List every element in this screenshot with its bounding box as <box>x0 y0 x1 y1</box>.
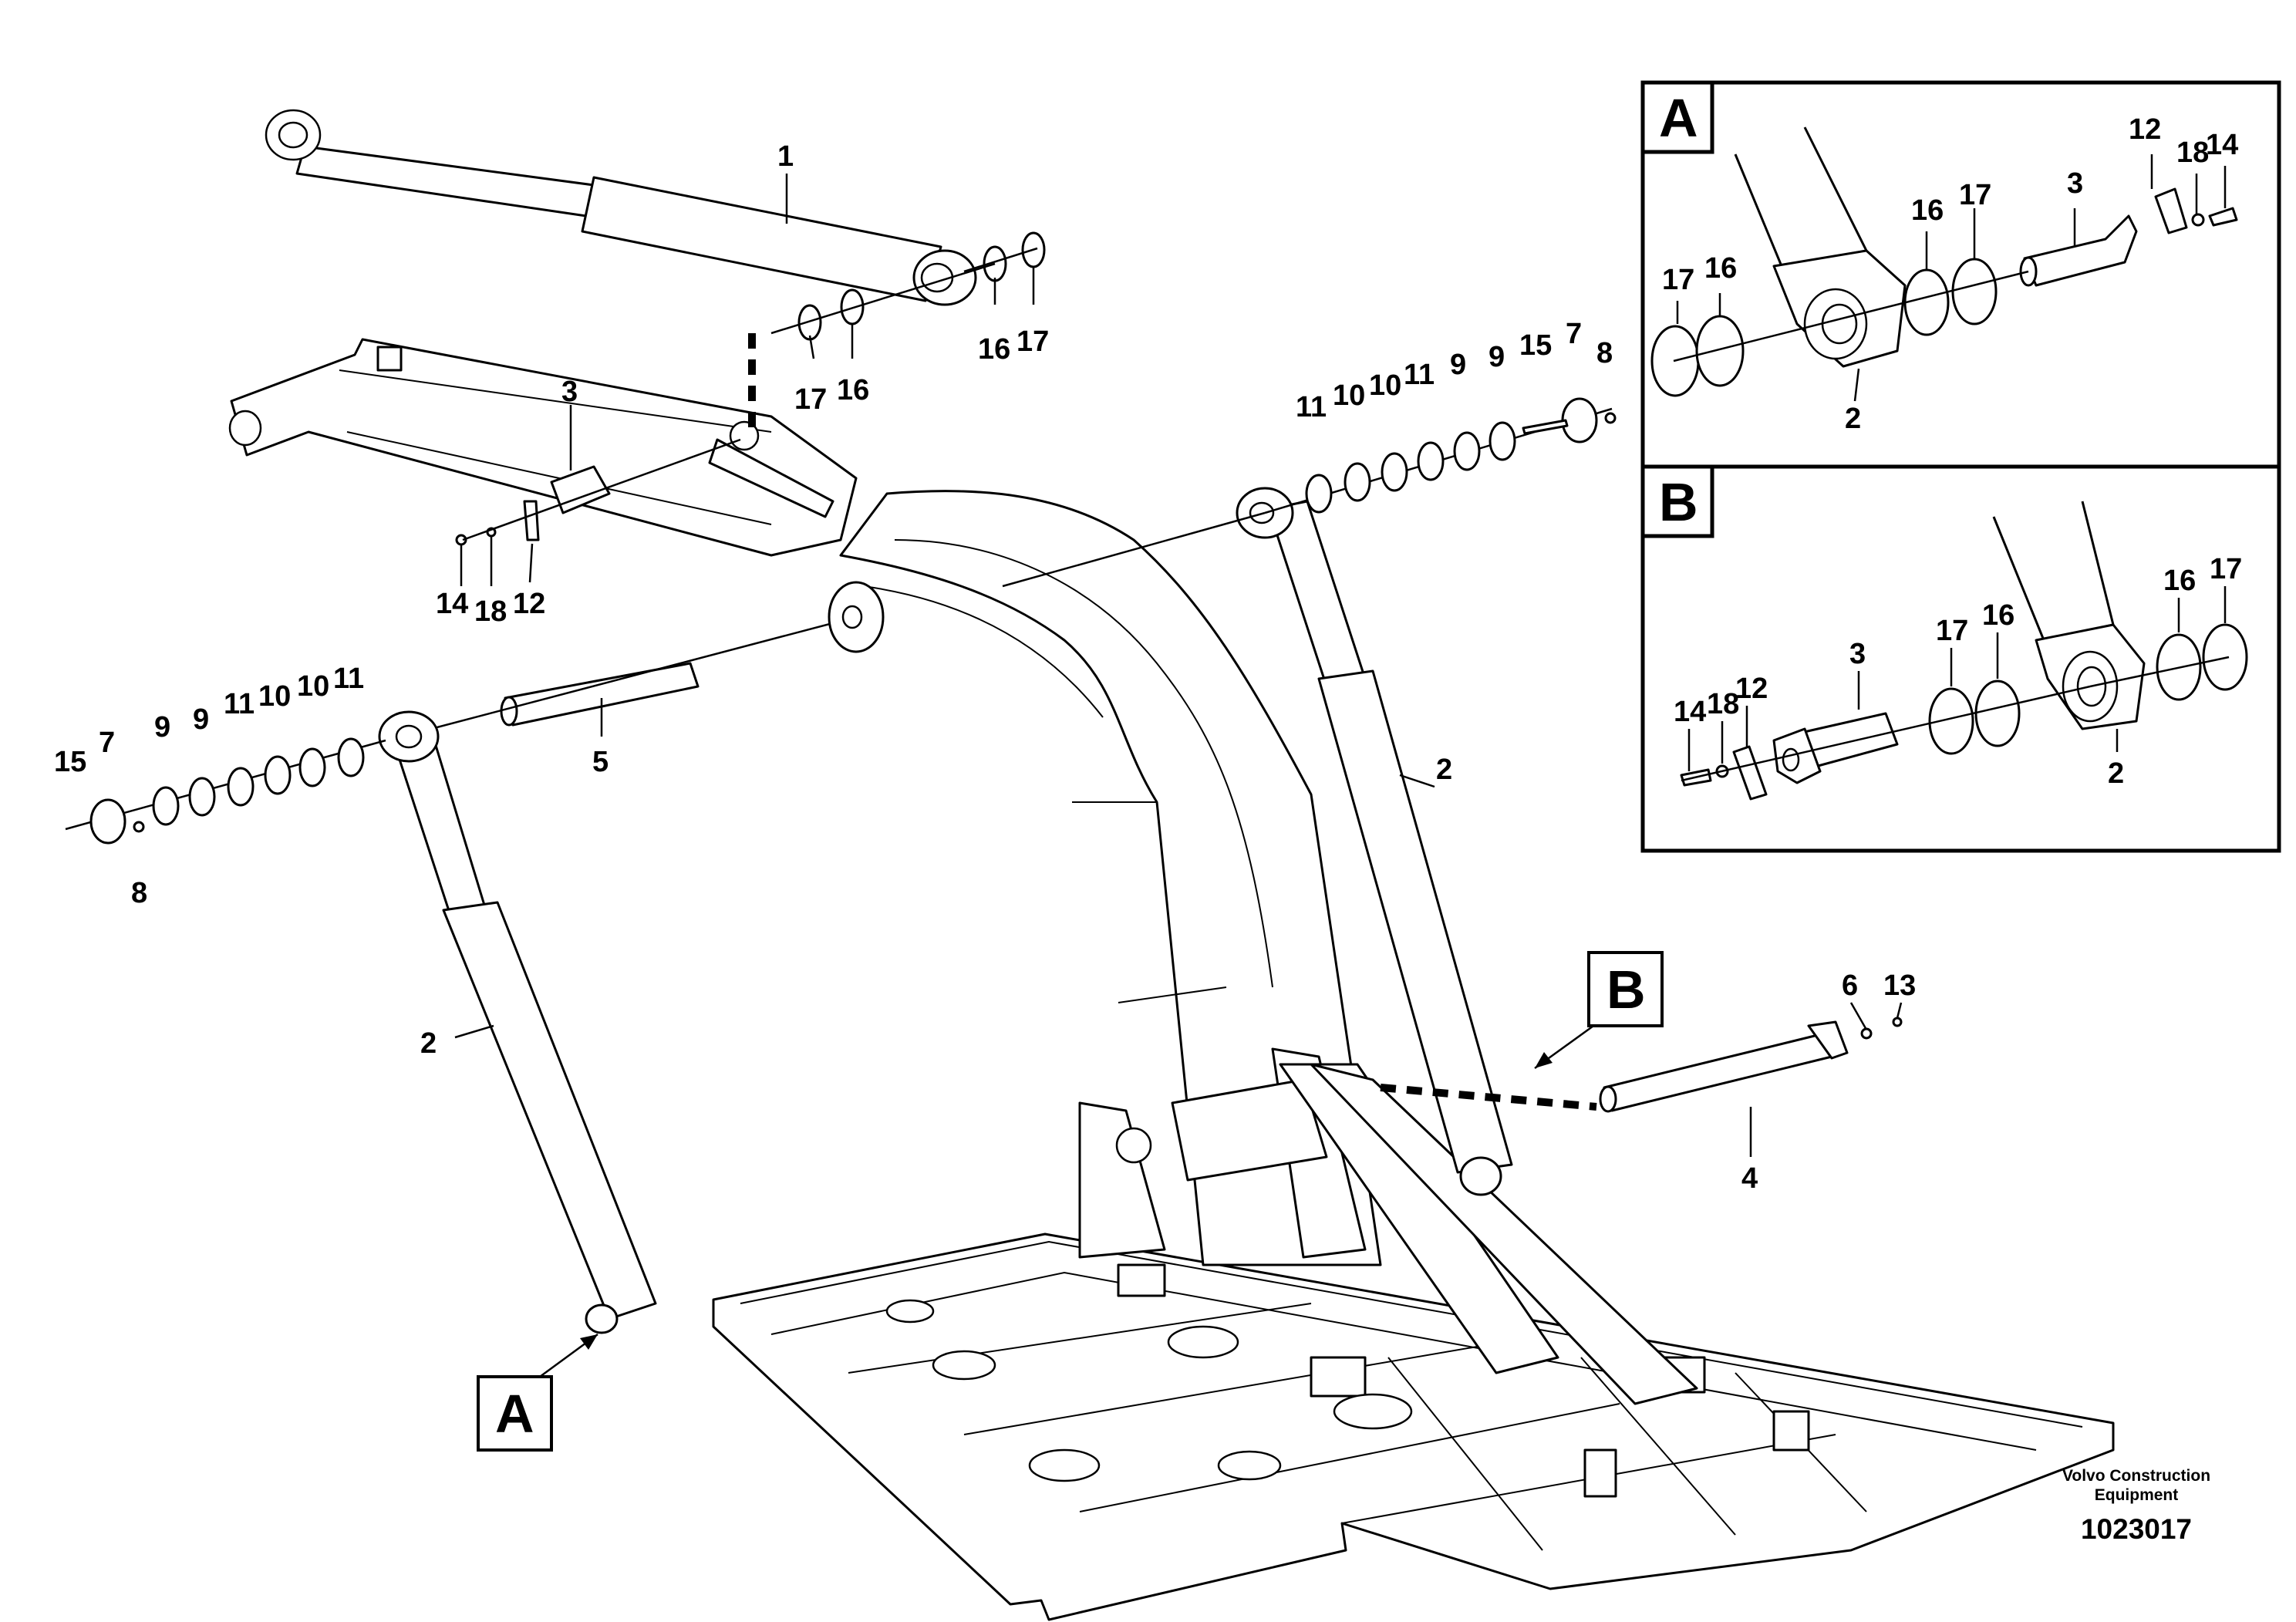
detail-b-label-17b: 17 <box>2210 553 2242 585</box>
detail-b-label-14: 14 <box>1674 696 1706 728</box>
detail-a-tag: A <box>1659 88 1698 148</box>
detail-a-label-12: 12 <box>2129 113 2161 146</box>
brand-line-2: Equipment <box>2095 1486 2179 1504</box>
callout-9-left-a: 9 <box>154 711 170 744</box>
cylinder-2-right <box>1236 487 1513 1196</box>
callout-6: 6 <box>1842 969 1858 1002</box>
detail-panel-a: A 17 16 16 17 3 12 18 14 2 <box>1640 80 2281 469</box>
callout-7-right: 7 <box>1566 318 1582 350</box>
callout-11-left-b: 11 <box>333 663 364 695</box>
upper-arm <box>228 338 858 557</box>
detail-a-label-16b: 16 <box>1911 194 1944 227</box>
detail-a-label-16a: 16 <box>1704 252 1737 285</box>
callout-11-right-b: 11 <box>1404 359 1435 391</box>
detail-b-label-18: 18 <box>1707 688 1739 720</box>
callout-10-left-b: 10 <box>297 670 329 703</box>
callout-5: 5 <box>592 746 609 778</box>
callout-15-left: 15 <box>54 746 86 778</box>
detail-panel-b: B 14 18 12 3 17 16 16 17 2 <box>1640 464 2281 853</box>
detail-b-tag: B <box>1659 472 1698 532</box>
washer-set-right <box>1002 397 1617 588</box>
washer-set-left <box>65 737 386 845</box>
callout-16-top-a: 16 <box>837 374 869 406</box>
callout-13: 13 <box>1883 969 1916 1002</box>
callout-8-left: 8 <box>131 877 147 909</box>
callout-7-left: 7 <box>99 727 115 759</box>
callout-2-left: 2 <box>420 1027 437 1060</box>
pin-3-upper <box>455 438 741 546</box>
callout-9-right-b: 9 <box>1489 341 1505 373</box>
callout-16-top-b: 16 <box>978 333 1010 366</box>
washer-set-top <box>748 231 1046 432</box>
cylinder-1 <box>265 109 977 306</box>
detail-a-label-17b: 17 <box>1959 179 1991 211</box>
callout-4: 4 <box>1741 1162 1758 1195</box>
detail-a-label-14: 14 <box>2206 129 2238 161</box>
detail-a-label-17a: 17 <box>1662 264 1694 296</box>
figure-number: 1023017 <box>2081 1513 2192 1545</box>
footer-credits: Volvo Construction Equipment 1023017 <box>2062 1467 2210 1545</box>
callout-10-right-a: 10 <box>1333 379 1365 412</box>
detail-b-label-2: 2 <box>2108 757 2124 790</box>
callout-12-mid: 12 <box>513 588 545 620</box>
detail-b-label-17a: 17 <box>1936 615 1968 647</box>
main-boom <box>839 490 1698 1405</box>
callout-10-right-b: 10 <box>1369 369 1401 402</box>
callout-9-left-b: 9 <box>193 703 209 736</box>
base-frame <box>712 1233 2115 1621</box>
leader-lines <box>454 174 1903 1157</box>
pin-5 <box>416 581 885 734</box>
callout-2-right: 2 <box>1436 754 1452 786</box>
callout-10-left-a: 10 <box>258 680 291 713</box>
detail-b-label-3: 3 <box>1849 638 1866 670</box>
callout-3: 3 <box>561 376 578 408</box>
view-tag-a-label: A <box>495 1384 534 1444</box>
callout-labels: 1 3 5 4 2 2 6 13 15 7 9 9 11 10 10 11 8 … <box>54 140 1916 1195</box>
callout-11-right-a: 11 <box>1296 391 1327 423</box>
callout-14-mid: 14 <box>436 588 468 620</box>
view-tag-b-label: B <box>1607 959 1646 1020</box>
callout-8-right: 8 <box>1596 337 1613 369</box>
callout-9-right-a: 9 <box>1450 349 1466 381</box>
detail-a-label-2: 2 <box>1845 403 1861 435</box>
callout-11-left-a: 11 <box>224 688 255 720</box>
detail-a-label-18: 18 <box>2176 137 2209 169</box>
view-tag-b-main: B <box>1534 951 1664 1070</box>
view-tag-a-main: A <box>477 1333 598 1452</box>
detail-a-label-3: 3 <box>2067 167 2083 200</box>
cylinder-2-left <box>378 710 657 1334</box>
brand-line-1: Volvo Construction <box>2062 1467 2210 1485</box>
detail-b-label-12: 12 <box>1735 673 1768 705</box>
detail-b-label-16a: 16 <box>1982 599 2014 632</box>
pin-4 <box>1380 1017 1903 1113</box>
callout-1: 1 <box>777 140 794 173</box>
callout-15-right: 15 <box>1519 329 1552 362</box>
callout-17-top-b: 17 <box>1017 325 1049 358</box>
callout-18-mid: 18 <box>474 595 507 628</box>
callout-17-top-a: 17 <box>794 383 827 416</box>
detail-b-label-16b: 16 <box>2163 565 2196 597</box>
